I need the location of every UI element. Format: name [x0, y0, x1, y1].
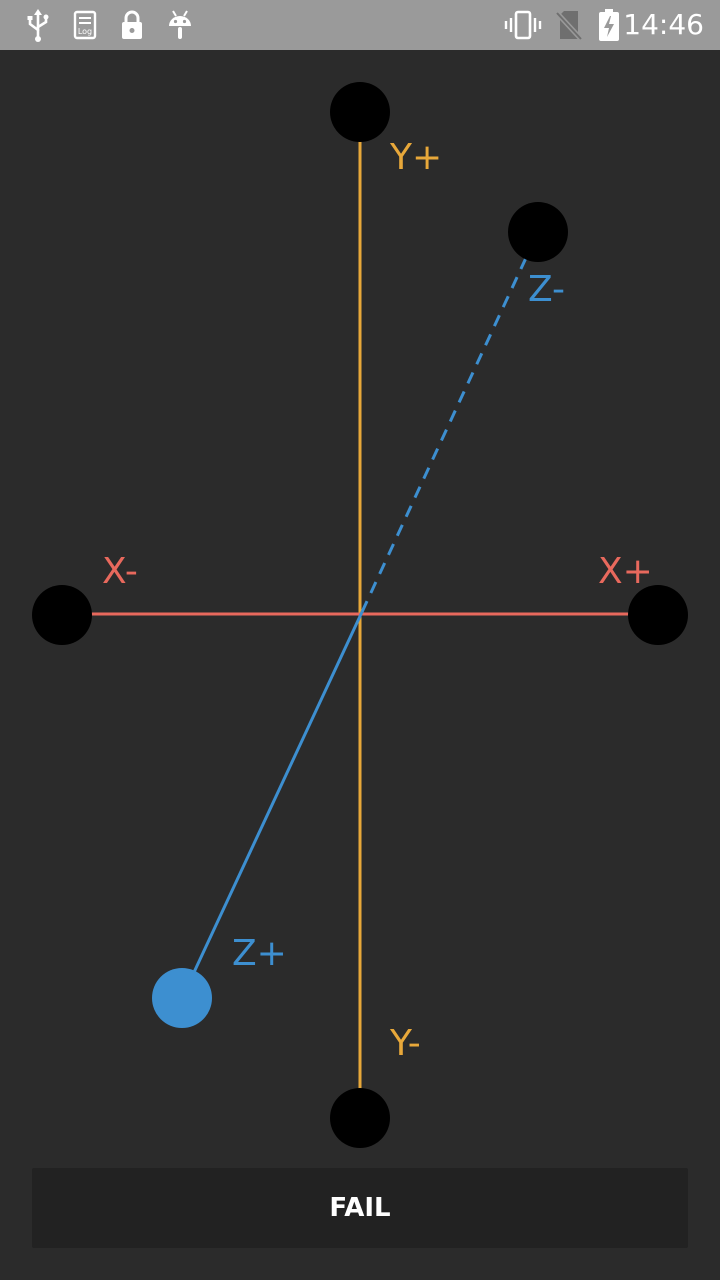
label-y-minus: Y- — [390, 1023, 421, 1064]
log-icon: Log — [72, 0, 98, 50]
battery-charging-icon — [596, 0, 622, 50]
usb-icon — [24, 0, 52, 50]
target-z-minus — [508, 202, 568, 262]
android-icon — [166, 0, 194, 50]
lock-icon — [118, 0, 146, 50]
target-y-plus — [330, 82, 390, 142]
vibrate-icon — [504, 0, 542, 50]
z-minus-axis-line — [360, 231, 540, 613]
orientation-indicator-ball — [152, 968, 212, 1028]
label-y-plus: Y+ — [390, 137, 443, 178]
label-z-plus: Z+ — [232, 933, 287, 974]
label-x-plus: X+ — [598, 551, 653, 592]
sensor-axes-canvas: Y+ Z- X- X+ Z+ Y- — [0, 50, 720, 1160]
status-bar: Log — [0, 0, 720, 50]
target-y-minus — [330, 1088, 390, 1148]
target-x-minus — [32, 585, 92, 645]
target-x-plus — [628, 585, 688, 645]
status-time: 14:46 — [623, 8, 704, 41]
label-x-minus: X- — [102, 551, 138, 592]
no-sim-icon — [554, 0, 584, 50]
label-z-minus: Z- — [528, 269, 566, 310]
axes-drawing — [32, 82, 688, 1148]
fail-button[interactable]: FAIL — [32, 1168, 688, 1248]
svg-text:Log: Log — [78, 27, 92, 36]
z-plus-axis-line — [180, 611, 364, 999]
